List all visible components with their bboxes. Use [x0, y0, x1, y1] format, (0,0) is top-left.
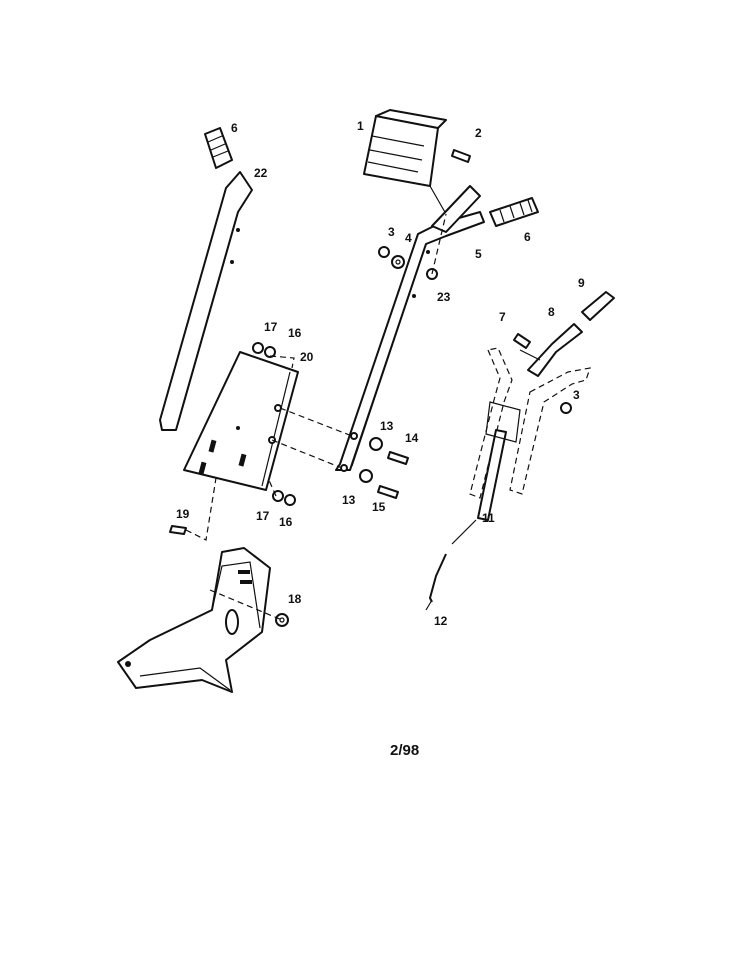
handle-left-upper — [159, 171, 253, 431]
callout-label: 12 — [434, 614, 448, 628]
callout-label: 3 — [388, 225, 395, 239]
callout-label: 14 — [405, 431, 419, 445]
center-panel — [183, 351, 299, 491]
callout-label: 17 — [264, 320, 278, 334]
callout-label: 20 — [300, 350, 314, 364]
callout-label: 3 — [573, 388, 580, 402]
lower-frame — [117, 547, 271, 693]
callout-label: 2 — [475, 126, 482, 140]
assembly-leaders — [185, 213, 447, 621]
callout-label: 15 — [372, 500, 386, 514]
callout-label: 16 — [288, 326, 302, 340]
callout-label: 1 — [357, 119, 364, 133]
callout-labels: 1 2 3 4 5 6 22 6 3 23 7 8 9 3 17 16 20 1… — [176, 119, 585, 628]
callout-label: 17 — [256, 509, 270, 523]
callout-label: 13 — [380, 419, 394, 433]
control-box — [363, 109, 447, 215]
callout-label: 6 — [524, 230, 531, 244]
callout-label: 7 — [499, 310, 506, 324]
callout-label: 11 — [482, 511, 495, 525]
callout-label: 16 — [279, 515, 293, 529]
callout-label: 6 — [231, 121, 238, 135]
hand-grip-right — [489, 197, 539, 227]
handle-right-upper — [335, 185, 485, 472]
callout-label: 13 — [342, 493, 356, 507]
callout-label: 23 — [437, 290, 451, 304]
hardware — [169, 149, 572, 627]
diagram-date-code: 2/98 — [390, 742, 419, 759]
shift-rod-assembly — [469, 291, 615, 521]
callout-label: 8 — [548, 305, 555, 319]
callout-label: 18 — [288, 592, 302, 606]
callout-label: 4 — [405, 231, 412, 245]
callout-label: 19 — [176, 507, 190, 521]
callout-label: 22 — [254, 166, 268, 180]
cable — [425, 519, 477, 611]
hand-grip-left — [204, 127, 233, 169]
callout-label: 9 — [578, 276, 585, 290]
callout-label: 5 — [475, 247, 482, 261]
